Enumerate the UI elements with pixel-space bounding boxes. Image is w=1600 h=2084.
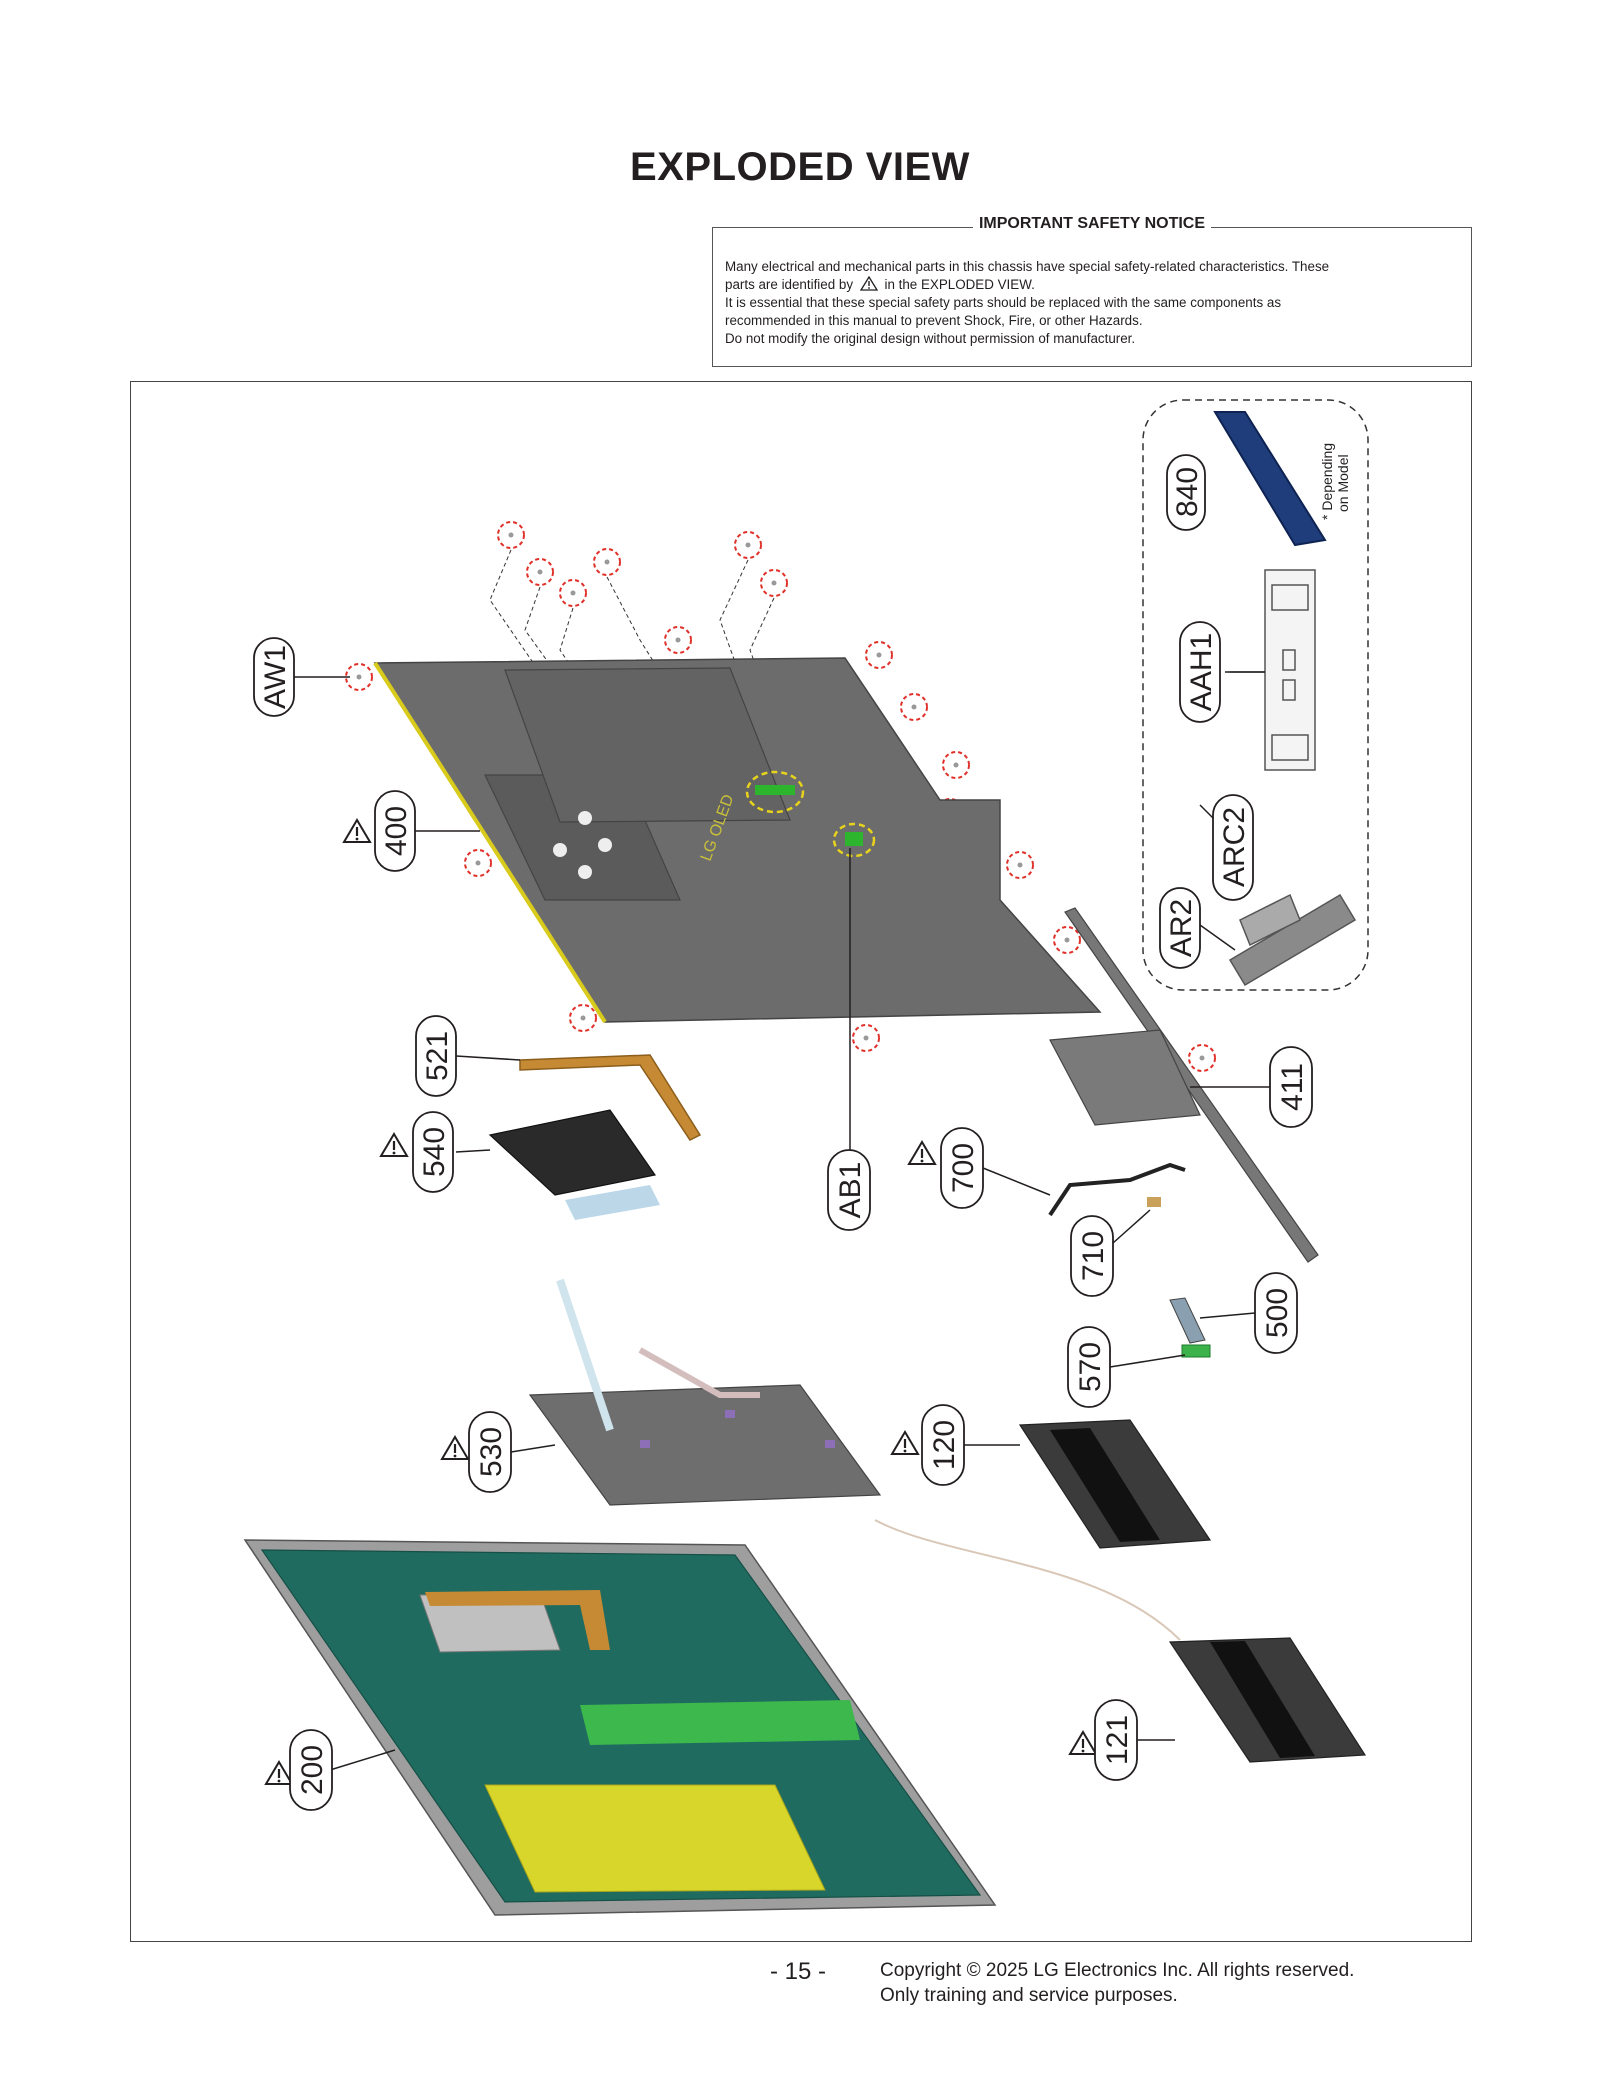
part-callout-aah1: AAH1 bbox=[1179, 621, 1221, 723]
svg-text:570: 570 bbox=[1074, 1342, 1107, 1392]
part-120-image bbox=[1018, 1419, 1212, 1549]
part-callout-200: 200 bbox=[289, 1729, 333, 1811]
part-callout-arc2: ARC2 bbox=[1212, 794, 1254, 901]
svg-text:AR2: AR2 bbox=[1165, 899, 1198, 957]
part-callout-ar2: AR2 bbox=[1159, 887, 1201, 969]
part-411-image bbox=[1049, 907, 1319, 1263]
part-callout-121: 121 bbox=[1094, 1699, 1138, 1781]
notice-line-1: Many electrical and mechanical parts in … bbox=[725, 259, 1330, 274]
svg-text:710: 710 bbox=[1077, 1231, 1110, 1281]
purpose-line: Only training and service purposes. bbox=[880, 1985, 1178, 2006]
svg-text:521: 521 bbox=[421, 1031, 454, 1081]
part-callout-400: 400 bbox=[374, 790, 416, 872]
page-title: EXPLODED VIEW bbox=[630, 145, 970, 189]
part-ar2-image bbox=[1228, 893, 1357, 987]
depending-note: * Depending on Model bbox=[1319, 439, 1351, 520]
part-540-image bbox=[488, 1109, 660, 1220]
svg-text:AB1: AB1 bbox=[834, 1162, 867, 1219]
part-callout-521: 521 bbox=[415, 1015, 457, 1097]
svg-text:840: 840 bbox=[1171, 467, 1204, 517]
part-callout-500: 500 bbox=[1254, 1272, 1298, 1354]
notice-line-5: Do not modify the original design withou… bbox=[725, 331, 1136, 346]
warning-icon bbox=[264, 1760, 294, 1786]
part-121-cable bbox=[874, 1519, 1181, 1641]
svg-text:700: 700 bbox=[947, 1143, 980, 1193]
part-710-image bbox=[1147, 1197, 1161, 1207]
warning-icon bbox=[859, 275, 878, 291]
safety-notice-title: IMPORTANT SAFETY NOTICE bbox=[972, 215, 1212, 232]
part-200-image bbox=[243, 1539, 997, 1916]
svg-text:AAH1: AAH1 bbox=[1185, 633, 1218, 711]
svg-text:540: 540 bbox=[418, 1127, 451, 1177]
svg-text:121: 121 bbox=[1101, 1715, 1134, 1765]
notice-line-3: It is essential that these special safet… bbox=[725, 295, 1282, 310]
part-121-image bbox=[1168, 1637, 1367, 1763]
part-callout-411: 411 bbox=[1269, 1046, 1313, 1128]
part-callout-120: 120 bbox=[921, 1404, 965, 1486]
part-callout-530: 530 bbox=[468, 1411, 512, 1493]
safety-notice-body: Many electrical and mechanical parts in … bbox=[725, 258, 1459, 348]
part-callout-570: 570 bbox=[1067, 1326, 1111, 1408]
warning-icon bbox=[440, 1435, 470, 1461]
part-570-image bbox=[1181, 1344, 1211, 1358]
part-callout-aw1: AW1 bbox=[253, 637, 295, 717]
svg-text:200: 200 bbox=[296, 1745, 329, 1795]
optional-parts-box bbox=[1142, 399, 1369, 991]
part-521-image bbox=[519, 1054, 702, 1141]
notice-line-2: parts are identified by in the EXPLODED … bbox=[725, 275, 1035, 292]
part-530-image bbox=[528, 1278, 882, 1506]
part-aah1-image bbox=[1230, 569, 1316, 771]
warning-icon bbox=[1068, 1730, 1098, 1756]
svg-text:400: 400 bbox=[380, 806, 413, 856]
svg-text:ARC2: ARC2 bbox=[1218, 807, 1251, 887]
svg-text:411: 411 bbox=[1276, 1063, 1309, 1111]
part-callout-840: 840 bbox=[1166, 454, 1206, 531]
copyright-line: Copyright © 2025 LG Electronics Inc. All… bbox=[880, 1960, 1355, 1981]
svg-text:120: 120 bbox=[928, 1420, 961, 1470]
notice-line-4: recommended in this manual to prevent Sh… bbox=[725, 313, 1143, 328]
copyright-footer: Copyright © 2025 LG Electronics Inc. All… bbox=[880, 1958, 1354, 2008]
part-callout-710: 710 bbox=[1070, 1215, 1114, 1297]
diagram-frame bbox=[130, 381, 1472, 1942]
part-400-image: LG OLED bbox=[373, 657, 1102, 1024]
exploded-view-diagram: * Depending on Model bbox=[243, 399, 1369, 1916]
page-number: - 15 - bbox=[770, 1958, 827, 1985]
warning-icon bbox=[907, 1140, 937, 1166]
part-500-image bbox=[1169, 1297, 1206, 1344]
part-700-image bbox=[1048, 1162, 1186, 1217]
svg-text:AW1: AW1 bbox=[259, 645, 292, 709]
warning-icon bbox=[342, 818, 372, 844]
warning-icon bbox=[890, 1430, 920, 1456]
part-840-image bbox=[1213, 411, 1327, 547]
part-callout-ab1: AB1 bbox=[827, 1149, 871, 1231]
svg-text:500: 500 bbox=[1261, 1288, 1294, 1338]
part-callout-700: 700 bbox=[940, 1127, 984, 1209]
safety-notice: IMPORTANT SAFETY NOTICE Many electrical … bbox=[712, 215, 1472, 367]
svg-text:530: 530 bbox=[475, 1427, 508, 1477]
warning-icon bbox=[379, 1132, 409, 1158]
part-callout-540: 540 bbox=[412, 1111, 454, 1193]
